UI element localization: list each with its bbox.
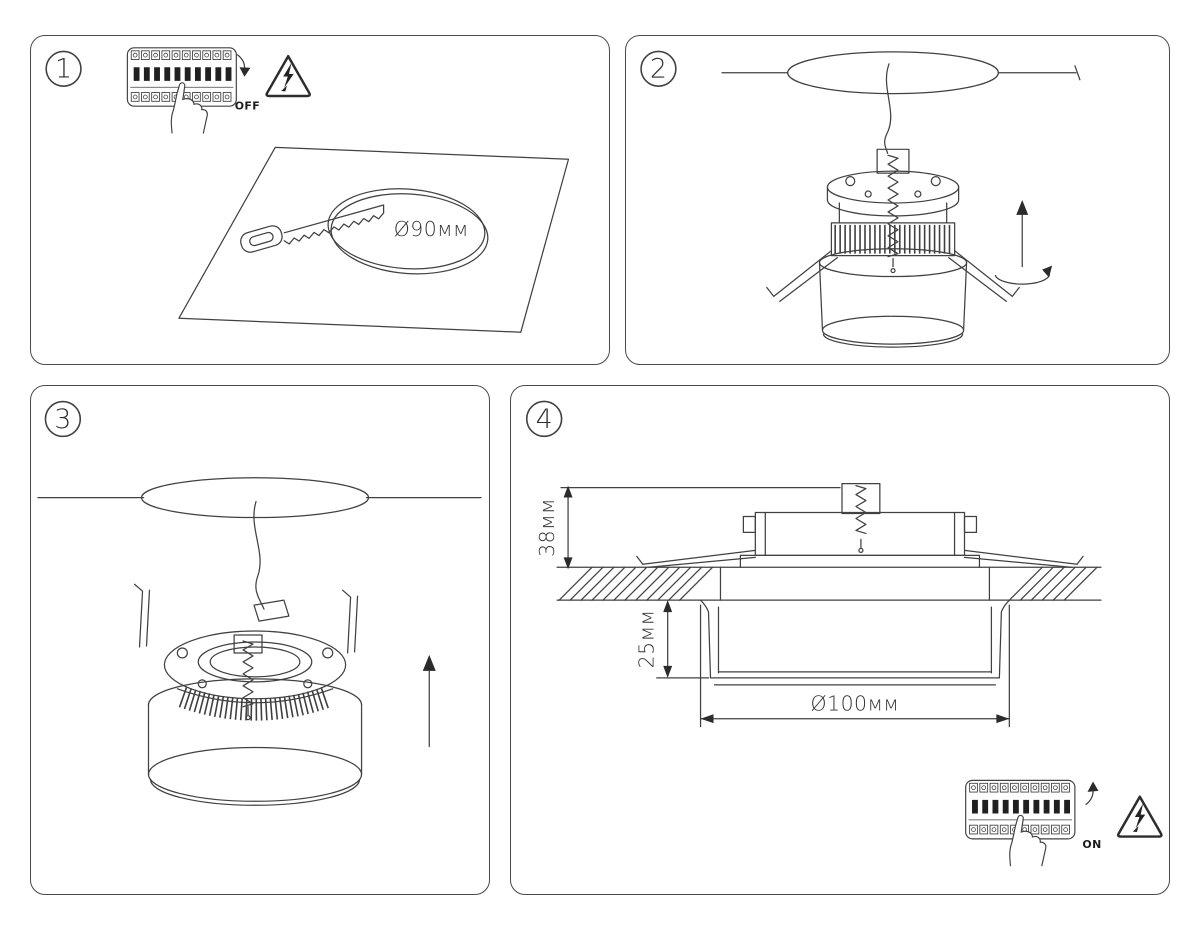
fixture-body bbox=[147, 678, 363, 706]
spring-clip-left bbox=[133, 583, 151, 648]
mounting-spring bbox=[855, 484, 867, 535]
mounting-plate bbox=[163, 630, 347, 700]
dim-depth-below-label: 25мм bbox=[635, 610, 659, 669]
step-1-illustration: 1 OFF Ø90мм bbox=[45, 47, 570, 333]
downlight-fixture bbox=[766, 148, 1020, 348]
step-2-illustration: 2 bbox=[640, 50, 1081, 348]
step-number: 3 bbox=[54, 404, 71, 435]
step-number: 1 bbox=[55, 54, 72, 85]
mounting-spring bbox=[242, 640, 254, 708]
dimension-diameter bbox=[699, 604, 1010, 728]
supply-wire bbox=[253, 500, 265, 610]
spring-clip-right bbox=[963, 549, 1084, 568]
step-3-panel: 3 bbox=[30, 385, 490, 895]
mounting-spring bbox=[887, 154, 899, 258]
keyhole-saw-icon bbox=[240, 204, 385, 253]
spring-bracket bbox=[233, 634, 263, 654]
power-state-label: OFF bbox=[235, 100, 260, 113]
electric-warning-icon bbox=[1116, 795, 1163, 838]
dim-diameter-label: Ø100мм bbox=[811, 692, 900, 716]
ceiling-hole bbox=[721, 51, 1081, 95]
dim-depth-above-label: 38мм bbox=[535, 498, 559, 557]
step-4-illustration: 4 bbox=[525, 400, 1163, 867]
downlight-fixture bbox=[133, 583, 363, 806]
dimension-25mm bbox=[656, 600, 710, 679]
spring-clip-right bbox=[342, 589, 359, 654]
cross-section bbox=[556, 482, 1102, 686]
supply-wire bbox=[884, 63, 892, 154]
spring-clip-right bbox=[948, 250, 1020, 303]
breaker-panel-icon: OFF bbox=[126, 47, 260, 135]
ceiling-tile bbox=[178, 146, 570, 333]
push-up-arrow-icon bbox=[422, 654, 436, 748]
step-number: 2 bbox=[650, 54, 667, 85]
step-4-panel: 4 bbox=[510, 385, 1170, 895]
step-number-badge: 1 bbox=[45, 50, 82, 87]
step-number: 4 bbox=[536, 404, 553, 435]
mounting-plate bbox=[826, 170, 960, 204]
electric-warning-icon bbox=[265, 54, 311, 98]
step-number-badge: 3 bbox=[44, 400, 82, 438]
step-2-panel: 2 bbox=[625, 35, 1170, 365]
hole-diameter-label: Ø90мм bbox=[394, 217, 469, 241]
ceiling-hole bbox=[37, 477, 482, 519]
spring-clip-left bbox=[766, 250, 838, 303]
step-number-badge: 2 bbox=[640, 50, 677, 87]
ceiling-hatch-right bbox=[1008, 566, 1098, 601]
step-number-badge: 4 bbox=[525, 400, 563, 438]
knurled-texture bbox=[178, 686, 332, 721]
switch-flip-arrowhead bbox=[1087, 781, 1099, 792]
breaker-panel-icon: ON bbox=[965, 779, 1101, 867]
rotate-arrow-icon bbox=[994, 200, 1053, 285]
step-1-panel: 1 OFF Ø90мм bbox=[30, 35, 610, 365]
cutout-hole bbox=[327, 188, 486, 270]
ceiling-hatch-left bbox=[558, 566, 714, 601]
spring-bracket bbox=[841, 482, 881, 515]
power-state-label: ON bbox=[1082, 838, 1101, 851]
adjustment-ring bbox=[830, 222, 956, 257]
spring-clip-left bbox=[636, 549, 756, 568]
connector-block bbox=[253, 599, 290, 622]
dimension-38mm bbox=[563, 485, 573, 570]
step-3-illustration: 3 bbox=[37, 400, 482, 806]
switch-flip-arrowhead bbox=[239, 67, 251, 77]
